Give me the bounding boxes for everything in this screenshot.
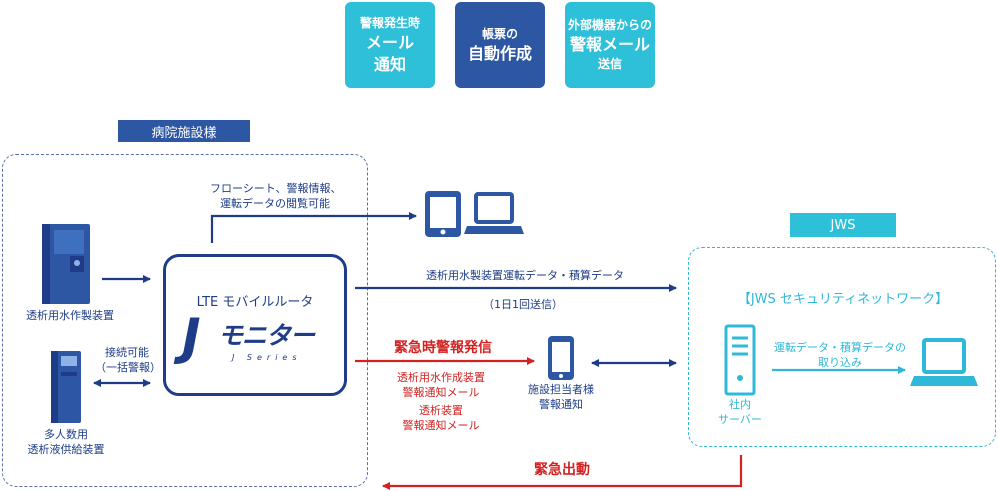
logo-j: J xyxy=(182,308,201,366)
jws-tag: JWS xyxy=(790,213,896,237)
feature-line: 帳票の xyxy=(481,26,518,41)
feature-line: 外部機器からの xyxy=(567,18,652,32)
label-line: 施設担当者様 xyxy=(528,383,594,396)
feature-line: メール xyxy=(365,32,414,52)
label-line: 透析液供給装置 xyxy=(27,443,105,456)
feature-line: 警報発生時 xyxy=(359,15,420,30)
label-line: 警報通知メール xyxy=(402,386,480,399)
label-line: 運転データ・積算データの xyxy=(774,341,906,354)
hospital-tag: 病院施設様 xyxy=(118,120,250,142)
label-line: 透析装置 xyxy=(419,404,463,417)
label-line: 透析用水作成装置 xyxy=(397,371,485,384)
hospital-area xyxy=(2,154,368,487)
lte-router: LTE モバイルルータ J モニター J Series xyxy=(163,254,347,396)
logo-text: モニター xyxy=(218,321,315,350)
router-title: LTE モバイルルータ xyxy=(196,295,314,310)
dispatch-label: 緊急出動 xyxy=(534,462,590,478)
label-line: サーバー xyxy=(718,413,762,426)
arrow-router-to-devices xyxy=(210,212,417,243)
jws-laptop-icon xyxy=(910,338,978,386)
feature-external-alert: 外部機器からの 警報メール 送信 xyxy=(565,2,655,88)
feature-report-auto: 帳票の 自動作成 xyxy=(455,2,545,88)
label-line: 多人数用 xyxy=(44,428,88,441)
alert2-label: 透析装置 警報通知メール xyxy=(385,403,497,433)
frequency-label: （1日1回送信） xyxy=(483,298,563,311)
j-monitor-logo: J モニター J Series xyxy=(180,308,340,371)
jws-area xyxy=(688,247,996,447)
label-line: 警報通知メール xyxy=(402,419,480,432)
connect-label: 接続可能 （一括警報） xyxy=(95,345,161,375)
arrow-dispatch xyxy=(382,455,743,490)
label-line: 接続可能 xyxy=(105,346,149,359)
feature-line: 自動作成 xyxy=(467,43,532,63)
phone-icon xyxy=(548,336,574,380)
logo-series: J Series xyxy=(232,353,302,362)
operation-data-label: 透析用水製装置運転データ・積算データ xyxy=(426,269,624,282)
tablet-icon xyxy=(425,191,461,237)
jws-network-label: 【JWS セキュリティネットワーク】 xyxy=(737,292,949,307)
multi-supply-label: 多人数用 透析液供給装置 xyxy=(18,427,114,457)
label-line: フローシート、警報情報、 xyxy=(210,182,342,195)
staff-label: 施設担当者様 警報通知 xyxy=(515,382,607,412)
label-line: 社内 xyxy=(729,398,751,411)
label-line: 運転データの閲覧可能 xyxy=(220,197,330,210)
water-maker-label: 透析用水作製装置 xyxy=(26,309,114,322)
server-label: 社内 サーバー xyxy=(712,397,768,427)
alert1-label: 透析用水作成装置 警報通知メール xyxy=(385,370,497,400)
feature-line: 通知 xyxy=(373,54,406,74)
emergency-label: 緊急時警報発信 xyxy=(394,340,492,356)
label-line: 取り込み xyxy=(818,356,862,369)
capture-label: 運転データ・積算データの 取り込み xyxy=(772,340,908,370)
laptop-icon xyxy=(464,192,524,234)
water-maker-icon xyxy=(42,224,90,304)
feature-mail-notification: 警報発生時 メール 通知 xyxy=(345,2,435,88)
label-line: 警報通知 xyxy=(539,398,583,411)
server-icon xyxy=(724,324,756,396)
label-line: （一括警報） xyxy=(95,361,161,374)
feature-line: 送信 xyxy=(597,57,622,71)
feature-line: 警報メール xyxy=(569,35,650,54)
supply-unit-icon xyxy=(51,351,81,423)
viewing-label: フローシート、警報情報、 運転データの閲覧可能 xyxy=(210,181,360,211)
